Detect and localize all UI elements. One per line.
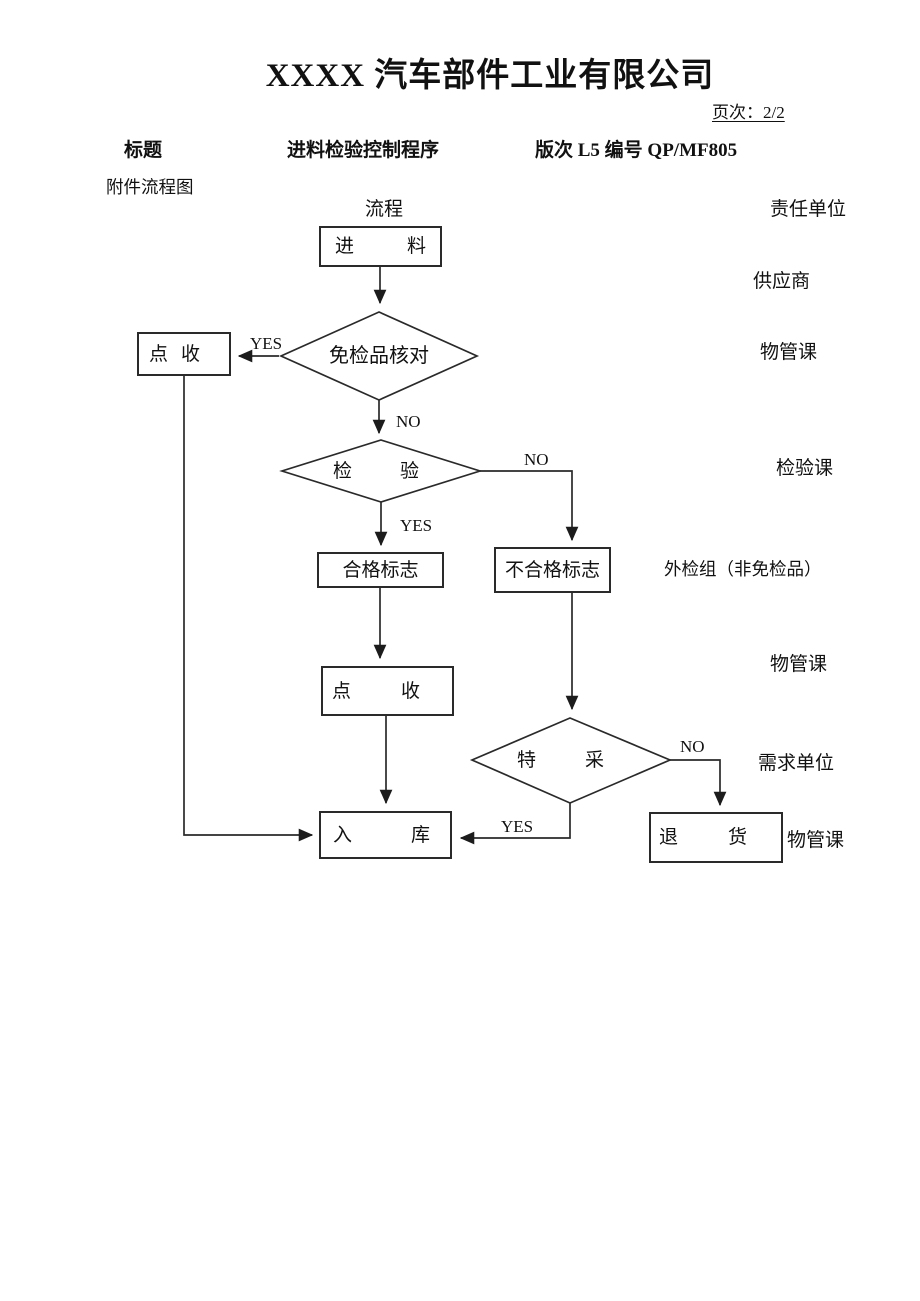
node-receive-mid-label: 点收 bbox=[332, 680, 420, 702]
edge-label-inspection-yes: YES bbox=[400, 516, 433, 535]
edge-label-inspection-no: NO bbox=[524, 450, 549, 469]
node-unqualified-mark-box bbox=[494, 547, 611, 593]
node-warehouse-label: 入库 bbox=[333, 824, 430, 846]
responsibility-supplier: 供应商 bbox=[753, 271, 811, 292]
edge-special-no-to-return bbox=[670, 759, 727, 807]
responsibility-requesting-unit: 需求单位 bbox=[758, 753, 835, 774]
node-return-goods-box bbox=[649, 812, 783, 863]
edge-special-yes-to-warehouse bbox=[459, 803, 571, 845]
edge-label-special-no: NO bbox=[680, 737, 705, 756]
responsibility-inspection-dept: 检验课 bbox=[776, 458, 834, 479]
node-special-acceptance-label: 特采 bbox=[517, 750, 604, 771]
node-warehouse-box bbox=[319, 811, 452, 859]
edge-receive-left-to-warehouse bbox=[183, 375, 314, 842]
column-header-process: 流程 bbox=[365, 199, 404, 220]
column-header-responsible: 责任单位 bbox=[770, 199, 847, 220]
responsibility-material-mgmt-3: 物管课 bbox=[787, 830, 845, 851]
page-number: 页次：2/2 bbox=[712, 103, 785, 122]
edge-inspection-no-to-unqualified bbox=[480, 470, 579, 542]
responsibility-material-mgmt-2: 物管课 bbox=[770, 654, 828, 675]
node-receive-mid-box bbox=[321, 666, 454, 716]
responsibility-external-inspection: 外检组（非免检品） bbox=[664, 559, 822, 579]
node-inspection-label: 检验 bbox=[333, 460, 419, 482]
doc-version: 版次 L5 编号 QP/MF805 bbox=[535, 140, 738, 161]
attachment-label: 附件流程图 bbox=[106, 177, 194, 197]
doc-title: 进料检验控制程序 bbox=[287, 140, 440, 161]
edge-label-special-yes: YES bbox=[501, 817, 534, 836]
company-title: XXXX 汽车部件工业有限公司 bbox=[265, 58, 715, 94]
edge-label-exempt-yes: YES bbox=[250, 334, 283, 353]
node-qualified-mark-label: 合格标志 bbox=[342, 559, 419, 581]
edge-label-exempt-no: NO bbox=[396, 412, 421, 431]
responsibility-material-mgmt-1: 物管课 bbox=[760, 342, 818, 363]
node-receive-left-label: 点收 bbox=[149, 343, 200, 365]
node-unqualified-mark-label: 不合格标志 bbox=[504, 559, 600, 581]
doc-title-label: 标题 bbox=[124, 140, 163, 161]
node-return-goods-label: 退货 bbox=[659, 827, 747, 848]
node-incoming-label: 进料 bbox=[335, 236, 426, 257]
node-exempt-check-label: 免检品核对 bbox=[329, 345, 429, 367]
